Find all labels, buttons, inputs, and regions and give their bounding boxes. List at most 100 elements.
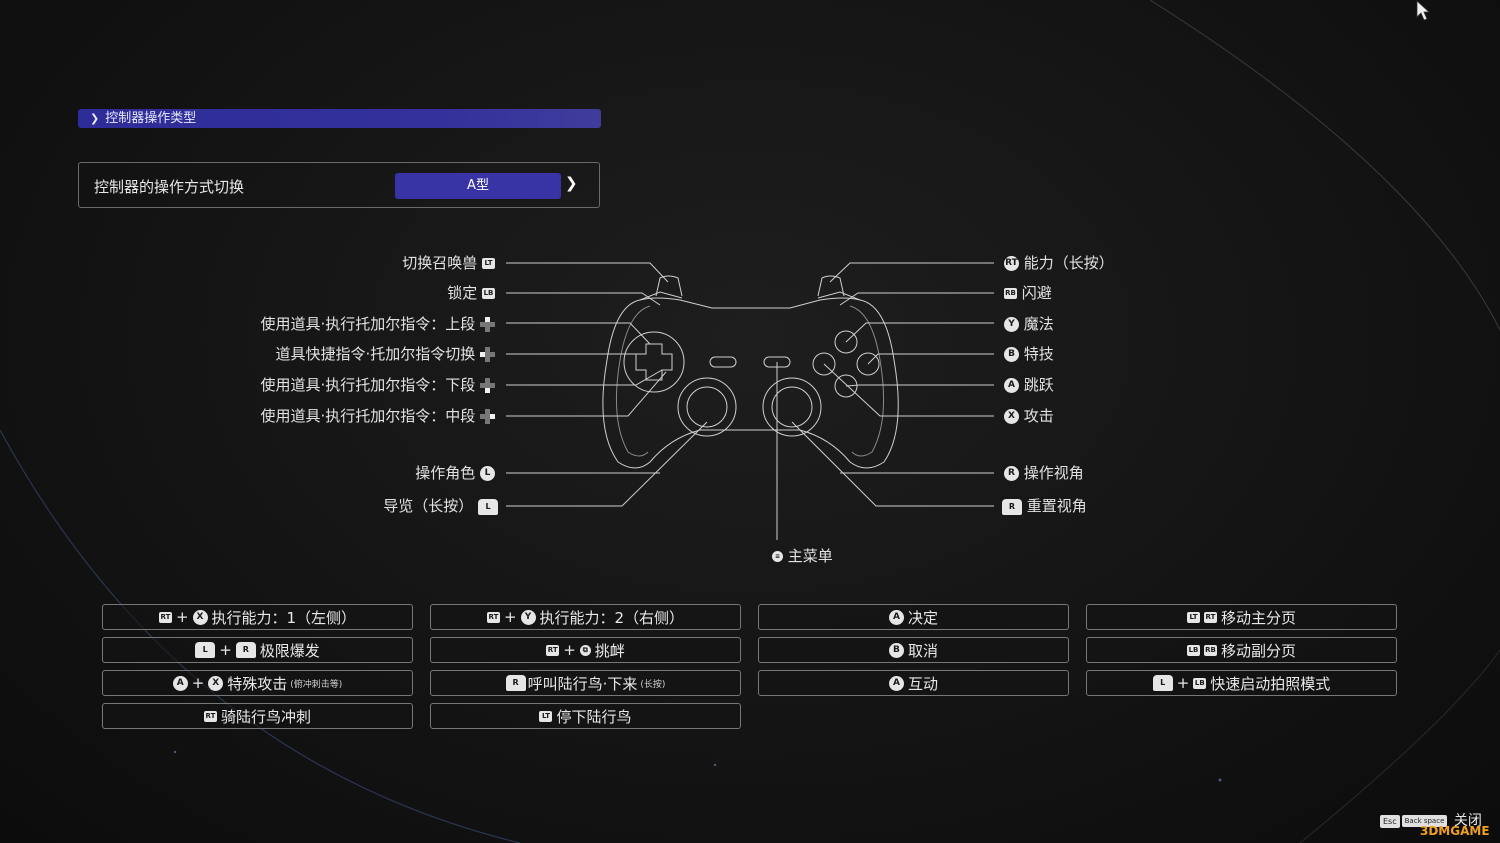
combo-ability-1[interactable]: RT+ X 执行能力：1（左侧） [102,604,413,630]
combo-photo-mode[interactable]: L+ LB 快速启动拍照模式 [1086,670,1397,696]
lb-bumper-icon: LB [1186,644,1200,656]
lt-trigger-icon: LT [539,710,553,722]
callout-text: 操作视角 [1023,464,1084,482]
controller-type-selector[interactable]: A型 [395,173,561,199]
combo-ability-2[interactable]: RT+ Y 执行能力：2（右侧） [430,604,741,630]
view-button-icon: ⧉ [579,644,591,656]
rb-bumper-icon: RB [1004,288,1017,299]
esc-key-icon: Esc [1380,814,1400,828]
callout-item-lower: 使用道具·执行托加尔指令：下段 [260,375,495,395]
combo-label: 挑衅 [594,641,625,660]
callout-text: 跳跃 [1023,376,1054,394]
combo-sub-tab[interactable]: LB RB 移动副分页 [1086,637,1397,663]
rb-bumper-icon: RB [1203,644,1217,656]
combo-interact[interactable]: A 互动 [758,670,1069,696]
combo-label: 特殊攻击 [227,674,288,693]
callout-switch-summon: 切换召唤兽 LT [402,253,495,273]
combo-chocobo-dash[interactable]: RT 骑陆行鸟冲刺 [102,703,413,729]
combo-special-attack[interactable]: A+ X 特殊攻击 (俯冲刺击等) [102,670,413,696]
combo-main-tab[interactable]: LT RT 移动主分页 [1086,604,1397,630]
rt-trigger-icon: RT [1004,256,1019,271]
callout-ability: RT 能力（长按） [1004,253,1114,273]
dpad-down-icon [480,378,495,393]
rt-trigger-icon: RT [546,644,560,656]
left-stick-icon: L [480,466,495,481]
left-stick-press-icon: L [1152,675,1173,691]
combo-label: 移动副分页 [1220,641,1296,660]
combo-label: 快速启动拍照模式 [1210,674,1331,693]
a-button-icon: A [888,675,904,691]
x-button-icon: X [1004,409,1019,424]
combo-label: 移动主分页 [1220,608,1296,627]
combo-taunt[interactable]: RT+ ⧉ 挑衅 [430,637,741,663]
callout-text: 主菜单 [787,547,833,565]
callout-guide: 导览（长按） L [383,496,498,516]
a-button-icon: A [172,675,188,691]
combo-confirm[interactable]: A 决定 [758,604,1069,630]
rt-trigger-icon: RT [203,710,217,722]
combo-label: 极限爆发 [259,641,320,660]
callout-special: B 特技 [1004,344,1054,364]
callout-text: 特技 [1023,345,1054,363]
right-stick-press-icon: R [1002,498,1022,515]
callout-jump: A 跳跃 [1004,375,1054,395]
combo-call-chocobo[interactable]: R 呼叫陆行鸟·下来 (长按) [430,670,741,696]
callout-main-menu: ≡ 主菜单 [772,546,833,566]
lt-trigger-icon: LT [1186,611,1200,623]
y-button-icon: Y [1004,317,1019,332]
callout-text: 闪避 [1021,284,1052,302]
b-button-icon: B [1004,347,1019,362]
a-button-icon: A [888,609,904,625]
dpad-left-icon [480,347,495,362]
callout-text: 使用道具·执行托加尔指令：上段 [260,315,476,333]
callout-text: 重置视角 [1026,497,1087,515]
left-stick-press-icon: L [195,642,216,658]
controller-type-setting-row[interactable]: 控制器的操作方式切换 A型 ❯ [78,162,600,208]
b-button-icon: B [888,642,904,658]
chevron-right-icon: ❯ [90,112,100,125]
lb-bumper-icon: LB [1193,677,1207,689]
left-stick-press-icon: L [478,498,498,515]
callout-reset-camera: R 重置视角 [1002,496,1087,516]
combo-limit-break[interactable]: L+ R 极限爆发 [102,637,413,663]
combo-label: 执行能力：2（右侧） [539,608,685,627]
callout-text: 道具快捷指令·托加尔指令切换 [275,345,476,363]
combo-label: 决定 [907,608,938,627]
right-stick-press-icon: R [235,642,256,658]
right-stick-press-icon: R [505,675,526,691]
a-button-icon: A [1004,378,1019,393]
combo-label: 停下陆行鸟 [556,707,632,726]
combo-cancel[interactable]: B 取消 [758,637,1069,663]
callout-lock-on: 锁定 LB [447,283,495,303]
setting-label: 控制器的操作方式切换 [94,178,245,196]
callout-camera: R 操作视角 [1004,463,1084,483]
x-button-icon: X [192,609,208,625]
lb-bumper-icon: LB [482,288,495,299]
backspace-key-icon: Back space [1401,815,1448,827]
combo-stop-chocobo[interactable]: LT 停下陆行鸟 [430,703,741,729]
callout-item-shortcut: 道具快捷指令·托加尔指令切换 [275,344,495,364]
callout-text: 切换召唤兽 [402,254,478,272]
combo-label: 取消 [907,641,938,660]
callout-attack: X 攻击 [1004,406,1054,426]
callout-text: 能力（长按） [1023,254,1114,272]
close-label: 关闭 [1453,813,1482,829]
callout-text: 操作角色 [415,464,476,482]
callout-item-middle: 使用道具·执行托加尔指令：中段 [260,406,495,426]
callout-move-character: 操作角色 L [415,463,495,483]
combo-label: 执行能力：1（左侧） [211,608,357,627]
right-stick-icon: R [1004,466,1019,481]
next-option-arrow-icon[interactable]: ❯ [565,174,578,192]
rt-trigger-icon: RT [1203,611,1217,623]
mouse-cursor-icon [1416,0,1430,21]
callout-magic: Y 魔法 [1004,314,1054,334]
combo-label: 互动 [907,674,938,693]
dpad-right-icon [480,409,495,424]
watermark-logo: 3DMGAME [1420,824,1490,838]
callout-text: 导览（长按） [383,497,474,515]
combo-label: 骑陆行鸟冲刺 [220,707,311,726]
callout-dodge: RB 闪避 [1004,283,1052,303]
